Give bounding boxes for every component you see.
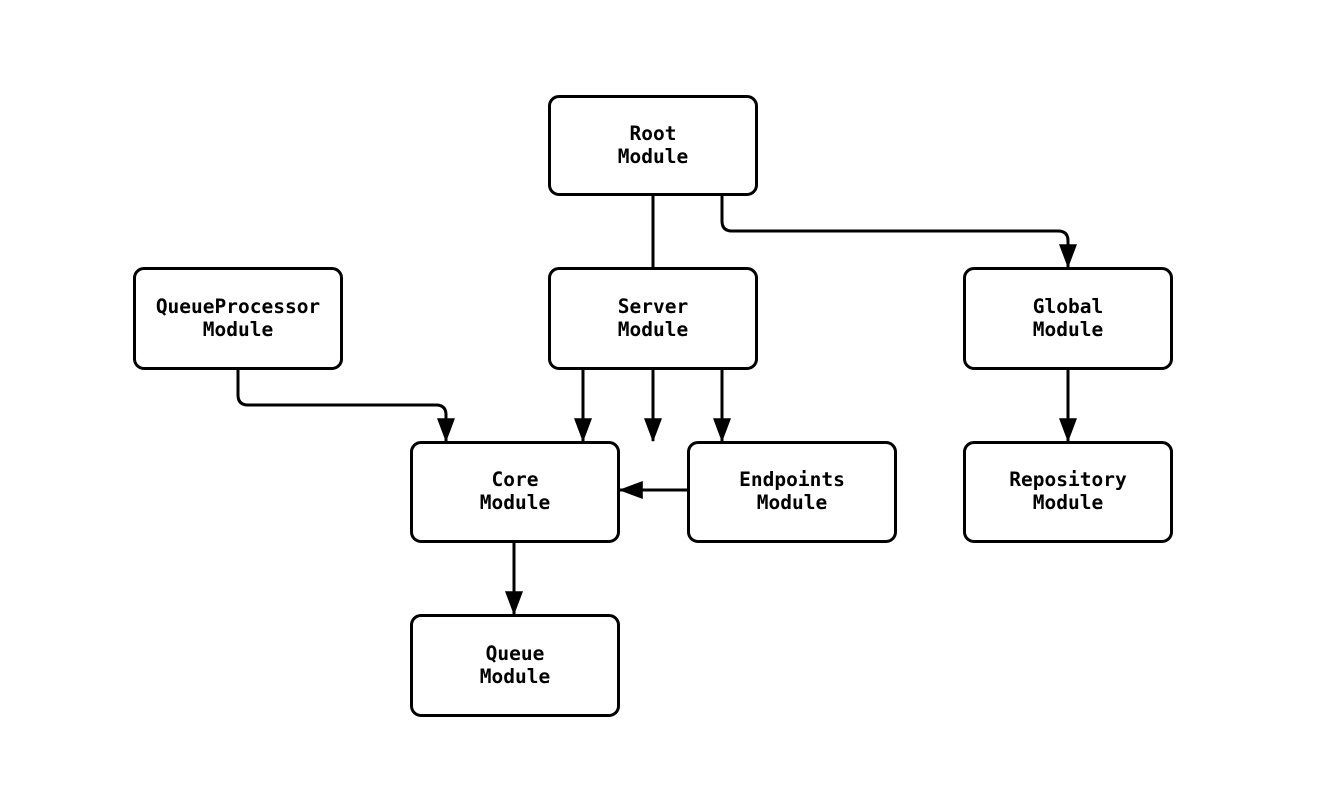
node-core-module-label: Core Module [479, 468, 551, 514]
node-repository-module[interactable]: Repository Module [963, 441, 1173, 543]
node-root-module-label: Root Module [617, 121, 689, 168]
node-queue-module[interactable]: Queue Module [410, 614, 620, 717]
edge-root-to-global [720, 196, 1077, 269]
node-global-module[interactable]: Global Module [963, 267, 1173, 370]
node-global-module-label: Global Module [1032, 294, 1104, 341]
node-server-module-label: Server Module [617, 294, 689, 341]
node-endpoints-module-label: Endpoints Module [739, 468, 845, 514]
node-server-module[interactable]: Server Module [548, 267, 758, 370]
node-queueprocessor-module-label: QueueProcessor Module [155, 294, 321, 341]
node-queueprocessor-module[interactable]: QueueProcessor Module [133, 267, 343, 370]
node-core-module[interactable]: Core Module [410, 441, 620, 543]
node-endpoints-module[interactable]: Endpoints Module [687, 441, 897, 543]
node-repository-module-label: Repository Module [1009, 468, 1127, 514]
node-queue-module-label: Queue Module [479, 641, 551, 688]
edge-queueprocessor-to-core [236, 370, 455, 443]
node-root-module[interactable]: Root Module [548, 95, 758, 196]
